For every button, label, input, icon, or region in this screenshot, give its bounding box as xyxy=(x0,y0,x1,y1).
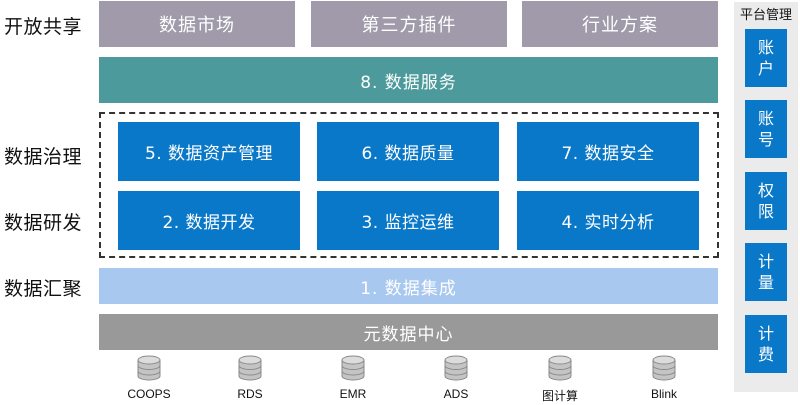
database-icon xyxy=(652,355,676,381)
database-icon xyxy=(238,355,262,381)
module-monitoring-ops[interactable]: 3. 监控运维 xyxy=(317,191,499,250)
database-icon xyxy=(341,355,365,381)
source-label: ADS xyxy=(443,387,469,401)
data-integration-box[interactable]: 1. 数据集成 xyxy=(99,268,718,304)
source-label: EMR xyxy=(339,387,367,401)
module-realtime-analysis[interactable]: 4. 实时分析 xyxy=(517,191,699,250)
source-emr[interactable]: EMR xyxy=(308,353,398,405)
share-box-market[interactable]: 数据市场 xyxy=(99,1,295,47)
metadata-center-box[interactable]: 元数据中心 xyxy=(99,314,718,350)
module-data-security[interactable]: 7. 数据安全 xyxy=(517,122,699,181)
platform-item-metering[interactable]: 计量 xyxy=(745,243,787,301)
platform-item-account[interactable]: 账户 xyxy=(745,29,787,87)
platform-management-title: 平台管理 xyxy=(739,8,792,23)
source-ads[interactable]: ADS xyxy=(411,353,501,405)
platform-management-panel: 平台管理 账户 账号 权限 计量 计费 xyxy=(734,2,798,392)
source-blink[interactable]: Blink xyxy=(619,353,709,405)
row-label-dev: 数据研发 xyxy=(4,212,83,234)
row-label-share: 开放共享 xyxy=(4,16,83,38)
module-asset-management[interactable]: 5. 数据资产管理 xyxy=(118,122,300,181)
row-label-governance: 数据治理 xyxy=(4,146,83,168)
source-label: Blink xyxy=(650,387,677,401)
database-icon xyxy=(137,355,161,381)
source-label: 图计算 xyxy=(541,389,578,403)
source-coops[interactable]: COOPS xyxy=(104,353,194,405)
share-box-plugins[interactable]: 第三方插件 xyxy=(311,1,507,47)
platform-item-permission[interactable]: 权限 xyxy=(745,172,787,230)
share-box-solutions[interactable]: 行业方案 xyxy=(522,1,718,47)
platform-item-username[interactable]: 账号 xyxy=(745,100,787,158)
source-rds[interactable]: RDS xyxy=(205,353,295,405)
database-icon xyxy=(444,355,468,381)
data-service-box[interactable]: 8. 数据服务 xyxy=(99,57,718,103)
database-icon xyxy=(548,355,572,381)
row-label-integration: 数据汇聚 xyxy=(4,278,83,300)
governance-dev-group xyxy=(99,112,719,258)
source-graph-compute[interactable]: 图计算 xyxy=(515,353,605,405)
source-label: COOPS xyxy=(127,387,171,401)
source-label: RDS xyxy=(237,387,263,401)
module-data-quality[interactable]: 6. 数据质量 xyxy=(317,122,499,181)
module-data-development[interactable]: 2. 数据开发 xyxy=(118,191,300,250)
platform-item-billing[interactable]: 计费 xyxy=(745,315,787,373)
